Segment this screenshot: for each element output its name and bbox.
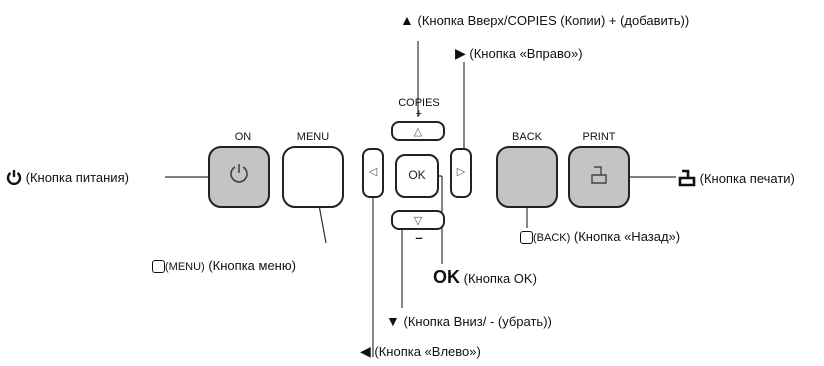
- left-callout: ◀ (Кнопка «Влево»): [360, 343, 481, 360]
- left-arrow-icon: ◁: [368, 166, 378, 178]
- back-callout-code: (BACK): [533, 232, 571, 244]
- copies-top-label: COPIES: [398, 97, 440, 109]
- down-callout-text: (Кнопка Вниз/ - (убрать)): [403, 314, 552, 329]
- back-button[interactable]: [496, 146, 558, 208]
- left-button[interactable]: ◁: [362, 148, 384, 198]
- print-button[interactable]: [568, 146, 630, 208]
- right-callout-arrow: ▶: [455, 45, 466, 61]
- down-button[interactable]: ▽: [391, 210, 445, 230]
- power-icon: [210, 162, 268, 191]
- power-callout-text: (Кнопка питания): [25, 169, 129, 185]
- print-icon: [570, 164, 628, 191]
- copies-plus: +: [415, 108, 423, 120]
- menu-callout-code: (MENU): [165, 261, 205, 273]
- up-callout-text: (Кнопка Вверх/COPIES (Копии) + (добавить…: [417, 13, 690, 28]
- print-callout-icon: [678, 169, 696, 190]
- left-callout-text: (Кнопка «Влево»): [374, 344, 481, 359]
- menu-callout-text: (Кнопка меню): [208, 258, 296, 273]
- right-button[interactable]: ▷: [450, 148, 472, 198]
- print-callout: (Кнопка печати): [678, 169, 795, 190]
- ok-callout-bold: OK: [433, 267, 460, 287]
- down-arrow-icon: ▽: [413, 215, 423, 227]
- menu-callout-square-icon: [152, 260, 165, 274]
- back-callout: (BACK) (Кнопка «Назад»): [520, 229, 680, 246]
- up-arrow-icon: △: [413, 126, 423, 138]
- ok-button[interactable]: OK: [395, 154, 439, 198]
- up-callout-arrow: ▲: [400, 12, 414, 28]
- print-callout-text: (Кнопка печати): [699, 170, 795, 186]
- left-callout-arrow: ◀: [360, 343, 371, 359]
- back-callout-text: (Кнопка «Назад»): [573, 229, 681, 244]
- on-top-label: ON: [234, 131, 252, 143]
- power-callout: (Кнопка питания): [6, 169, 129, 188]
- ok-callout-text: (Кнопка OK): [463, 271, 537, 286]
- power-button[interactable]: [208, 146, 270, 208]
- right-arrow-icon: ▷: [456, 166, 466, 178]
- menu-callout: (MENU) (Кнопка меню): [152, 258, 296, 275]
- print-top-label: PRINT: [582, 131, 616, 143]
- right-callout: ▶ (Кнопка «Вправо»): [455, 45, 583, 62]
- right-callout-text: (Кнопка «Вправо»): [469, 46, 583, 61]
- menu-button[interactable]: [282, 146, 344, 208]
- up-button[interactable]: △: [391, 121, 445, 141]
- ok-callout: OK (Кнопка OK): [433, 267, 537, 287]
- back-top-label: BACK: [512, 131, 542, 143]
- down-callout: ▼ (Кнопка Вниз/ - (убрать)): [386, 313, 552, 330]
- copies-minus: –: [415, 230, 423, 245]
- up-callout: ▲ (Кнопка Вверх/COPIES (Копии) + (добави…: [400, 12, 690, 29]
- back-callout-square-icon: [520, 231, 533, 245]
- down-callout-arrow: ▼: [386, 313, 400, 329]
- power-callout-icon: [6, 169, 22, 188]
- menu-top-label: MENU: [296, 131, 330, 143]
- ok-button-label: OK: [408, 168, 426, 182]
